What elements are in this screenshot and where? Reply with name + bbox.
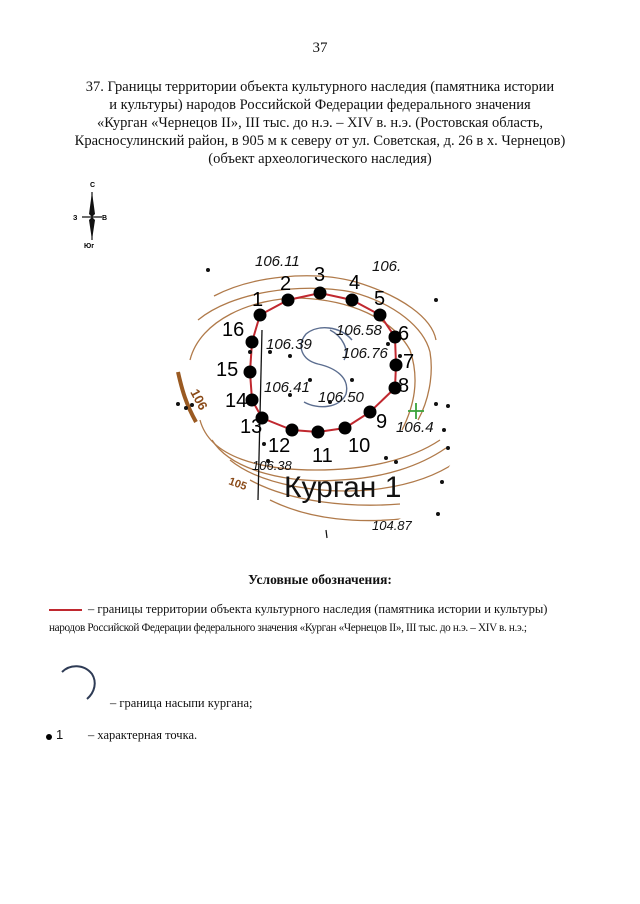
elevation-106-58: 106.58 xyxy=(336,322,383,339)
point-marker-9 xyxy=(363,405,377,419)
point-marker-7 xyxy=(389,358,403,372)
mound-boundary xyxy=(300,327,353,408)
point-marker-11 xyxy=(311,425,325,439)
point-label-11: 11 xyxy=(312,445,333,467)
compass-rose-icon: С З В Юг xyxy=(73,182,107,250)
page-number: 37 xyxy=(312,40,328,56)
mound-label: Курган 1 xyxy=(284,471,401,504)
point-label-9: 9 xyxy=(376,411,387,433)
elevation-106-38: 106.38 xyxy=(252,458,293,473)
point-label-10: 10 xyxy=(348,435,370,457)
point-marker-10 xyxy=(338,421,352,435)
point-marker-15 xyxy=(243,365,257,379)
compass-north: С xyxy=(90,182,95,189)
elevation-106-11: 106.11 xyxy=(255,253,300,270)
point-label-13: 13 xyxy=(240,416,262,438)
document-title: 37. Границы территории объекта культурно… xyxy=(40,78,600,168)
elevation-106-76: 106.76 xyxy=(342,345,389,362)
point-label-1: 1 xyxy=(252,289,263,311)
legend-point-symbol: 1 xyxy=(56,727,64,742)
point-marker-8 xyxy=(388,381,402,395)
point-marker-5 xyxy=(373,308,387,322)
point-marker-2 xyxy=(281,293,295,307)
elevation-106-39: 106.39 xyxy=(266,336,313,353)
title-line-2: и культуры) народов Российской Федерации… xyxy=(109,97,531,113)
point-marker-3 xyxy=(313,286,327,300)
legend-heading: Условные обозначения: xyxy=(248,572,392,587)
elevation-106-50: 106.50 xyxy=(318,389,365,406)
point-marker-14 xyxy=(245,393,259,407)
title-line-1: 37. Границы территории объекта культурно… xyxy=(85,79,555,95)
legend-point-text: – характерная точка. xyxy=(88,728,198,742)
point-label-12: 12 xyxy=(268,435,290,457)
title-line-4: Красносулинский район, в 905 м к северу … xyxy=(74,133,566,149)
elevation-106-top: 106. xyxy=(372,258,401,275)
point-label-3: 3 xyxy=(314,264,325,286)
compass-west: З xyxy=(73,215,78,222)
point-label-7: 7 xyxy=(403,351,414,373)
elevation-104-87: 104.87 xyxy=(372,518,413,533)
elevation-106-41: 106.41 xyxy=(264,379,310,396)
elevation-106-4: 106.4 xyxy=(396,419,434,436)
point-marker-12 xyxy=(285,423,299,437)
point-label-5: 5 xyxy=(374,288,385,310)
compass-south: Юг xyxy=(84,243,94,250)
point-marker-13 xyxy=(255,411,269,425)
point-label-16: 16 xyxy=(222,319,244,341)
point-marker-16 xyxy=(245,335,259,349)
characteristic-point-legend-icon xyxy=(46,734,52,740)
characteristic-points xyxy=(243,286,403,439)
point-label-2: 2 xyxy=(280,273,291,295)
title-line-3: «Курган «Чернецов II», III тыс. до н.э. … xyxy=(97,115,543,131)
point-label-6: 6 xyxy=(398,323,409,345)
compass-east: В xyxy=(102,215,107,222)
title-line-5: (объект археологического наследия) xyxy=(208,151,432,167)
site-plan-map: 10 6 105 xyxy=(176,253,457,539)
mound-boundary-legend-icon xyxy=(61,665,96,700)
point-label-15: 15 xyxy=(216,359,238,381)
point-label-4: 4 xyxy=(349,272,360,294)
legend-boundary-text: – границы территории объекта культурного… xyxy=(88,602,548,616)
point-marker-6 xyxy=(388,330,402,344)
point-label-8: 8 xyxy=(398,375,409,397)
legend-mound-text: – граница насыпи кургана; xyxy=(110,696,253,710)
point-label-14: 14 xyxy=(225,390,247,412)
point-marker-4 xyxy=(345,293,359,307)
legend-boundary-line-icon xyxy=(49,609,82,611)
point-marker-1 xyxy=(253,308,267,322)
legend-boundary-text-cont: народов Российской Федерации федеральног… xyxy=(49,622,527,634)
contour-label-105: 105 xyxy=(227,476,248,494)
